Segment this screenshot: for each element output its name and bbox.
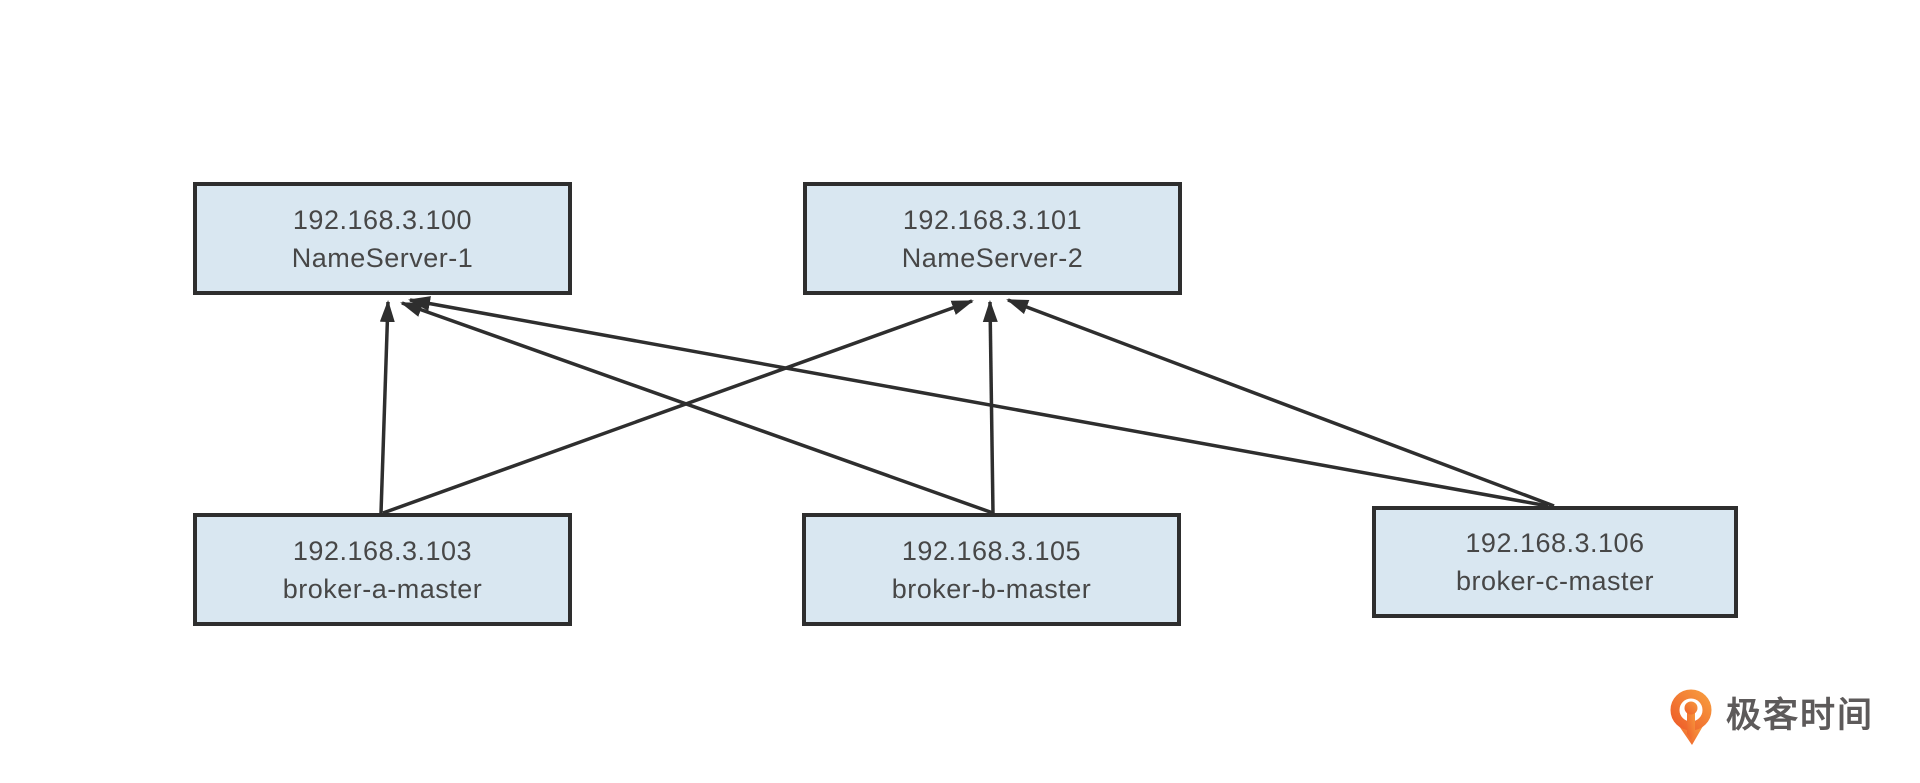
node-ip: 192.168.3.101 [902, 204, 1083, 235]
edge-brokerC-ns2 [1006, 298, 1555, 508]
node-broker-c-master: 192.168.3.106 broker-c-master [1372, 506, 1738, 618]
node-ip: 192.168.3.106 [1465, 528, 1645, 558]
geektime-logo-icon [1670, 689, 1712, 745]
geektime-logo-text: 极客时间 [1726, 695, 1875, 735]
edge-brokerC-ns1 [408, 296, 1549, 508]
node-ip: 192.168.3.103 [292, 535, 473, 566]
node-broker-b-master: 192.168.3.105 broker-b-master [802, 513, 1181, 626]
node-nameserver-2: 192.168.3.101 NameServer-2 [803, 182, 1182, 295]
edge-brokerA-ns2 [382, 299, 974, 515]
node-label: NameServer-1 [291, 242, 474, 273]
edge-brokerA-ns1 [379, 300, 395, 514]
edge-brokerB-ns1 [400, 301, 994, 515]
node-label: broker-b-master [891, 573, 1092, 604]
node-ip: 192.168.3.100 [292, 204, 473, 235]
node-label: broker-c-master [1455, 566, 1655, 596]
node-label: broker-a-master [282, 573, 483, 604]
node-broker-a-master: 192.168.3.103 broker-a-master [193, 513, 572, 626]
geektime-brand: 极客时间 [1668, 688, 1874, 754]
edge-brokerB-ns2 [982, 300, 998, 514]
node-nameserver-1: 192.168.3.100 NameServer-1 [193, 182, 572, 295]
node-label: NameServer-2 [901, 242, 1084, 273]
node-ip: 192.168.3.105 [901, 535, 1082, 566]
